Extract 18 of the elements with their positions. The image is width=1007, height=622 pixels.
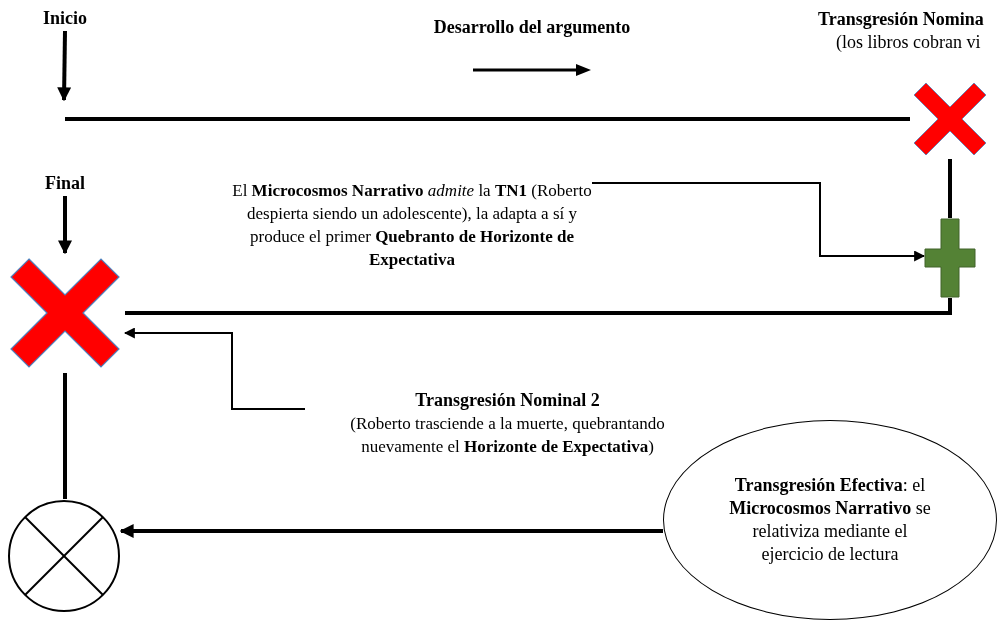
description: (Roberto trasciende a la muerte, quebrantando nuevamente el Horizonte de Expectativa) <box>349 412 666 458</box>
heading: Transgresión Nominal 2 <box>415 388 600 412</box>
arrow <box>57 30 72 102</box>
heading: Transgresión Nomina <box>818 8 984 31</box>
connector-line <box>63 373 67 499</box>
description: Transgresión Efectiva: el Microcosmos Narrativo se relativiza mediante el ejercicio de lectura <box>728 474 932 566</box>
arrow <box>119 524 663 538</box>
arrow <box>123 327 306 410</box>
subtitle: (los libros cobran vi <box>835 31 981 54</box>
connector-line <box>125 298 952 315</box>
description: El Microcosmos Narrativo admite la TN1 (Roberto despierta siendo un adolescente), la adapta a sí y produce el primer Quebranto de Horizonte de Expectativa <box>232 180 592 271</box>
arrow <box>591 182 926 262</box>
heading: Final <box>45 171 85 195</box>
connector-line <box>65 117 910 121</box>
heading: Inicio <box>43 6 87 30</box>
connector-line <box>948 159 952 218</box>
heading: Desarrollo del argumento <box>433 15 631 39</box>
arrow <box>58 196 72 255</box>
